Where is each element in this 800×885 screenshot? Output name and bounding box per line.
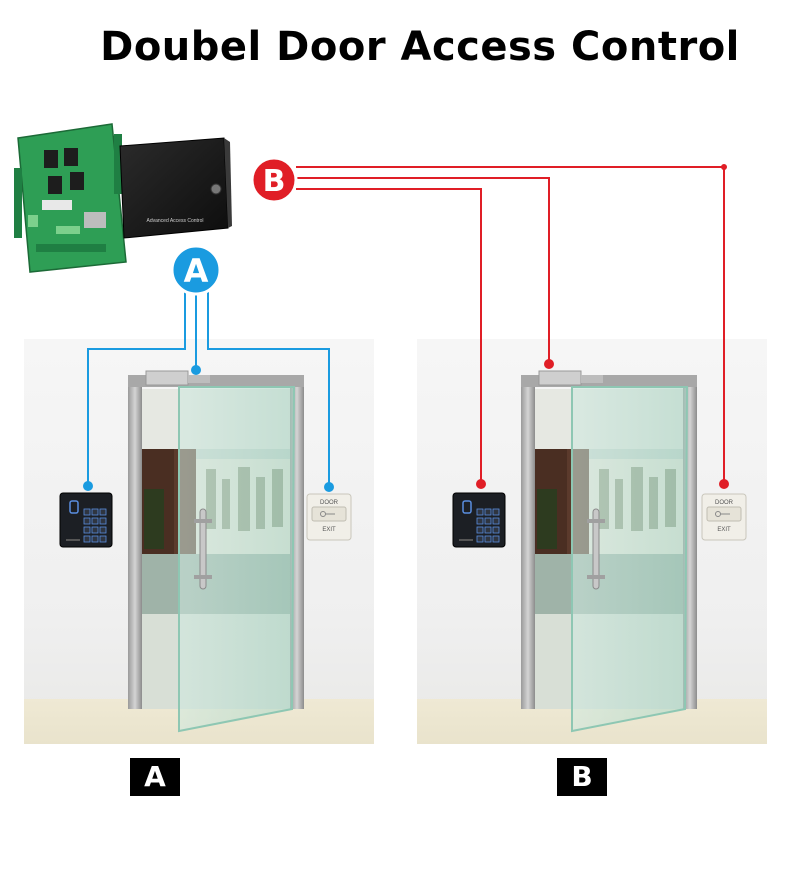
svg-text:DOOR: DOOR [715,500,734,506]
door-b-label: B [557,758,607,796]
door-b-exit-button: DOOR EXIT [701,493,747,541]
wiring-b-endpoints [476,164,729,489]
controller-box-label: Advanced Access Control [147,218,204,224]
door-a-label: A [130,758,180,796]
svg-text:EXIT: EXIT [322,527,336,533]
svg-text:B: B [263,164,286,199]
page-title: Doubel Door Access Control [100,24,740,70]
wiring-a-endpoints [83,365,334,492]
connection-badge-b: B [250,156,298,204]
door-a-card-reader [59,492,113,548]
door-a-exit-button: DOOR EXIT [306,493,352,541]
svg-text:A: A [184,252,209,290]
svg-text:DOOR: DOOR [320,500,339,506]
svg-text:EXIT: EXIT [717,527,731,533]
door-b-card-reader [452,492,506,548]
controller-board [14,123,127,273]
controller-box: Advanced Access Control [119,137,232,239]
connection-badge-a: A [170,244,222,296]
